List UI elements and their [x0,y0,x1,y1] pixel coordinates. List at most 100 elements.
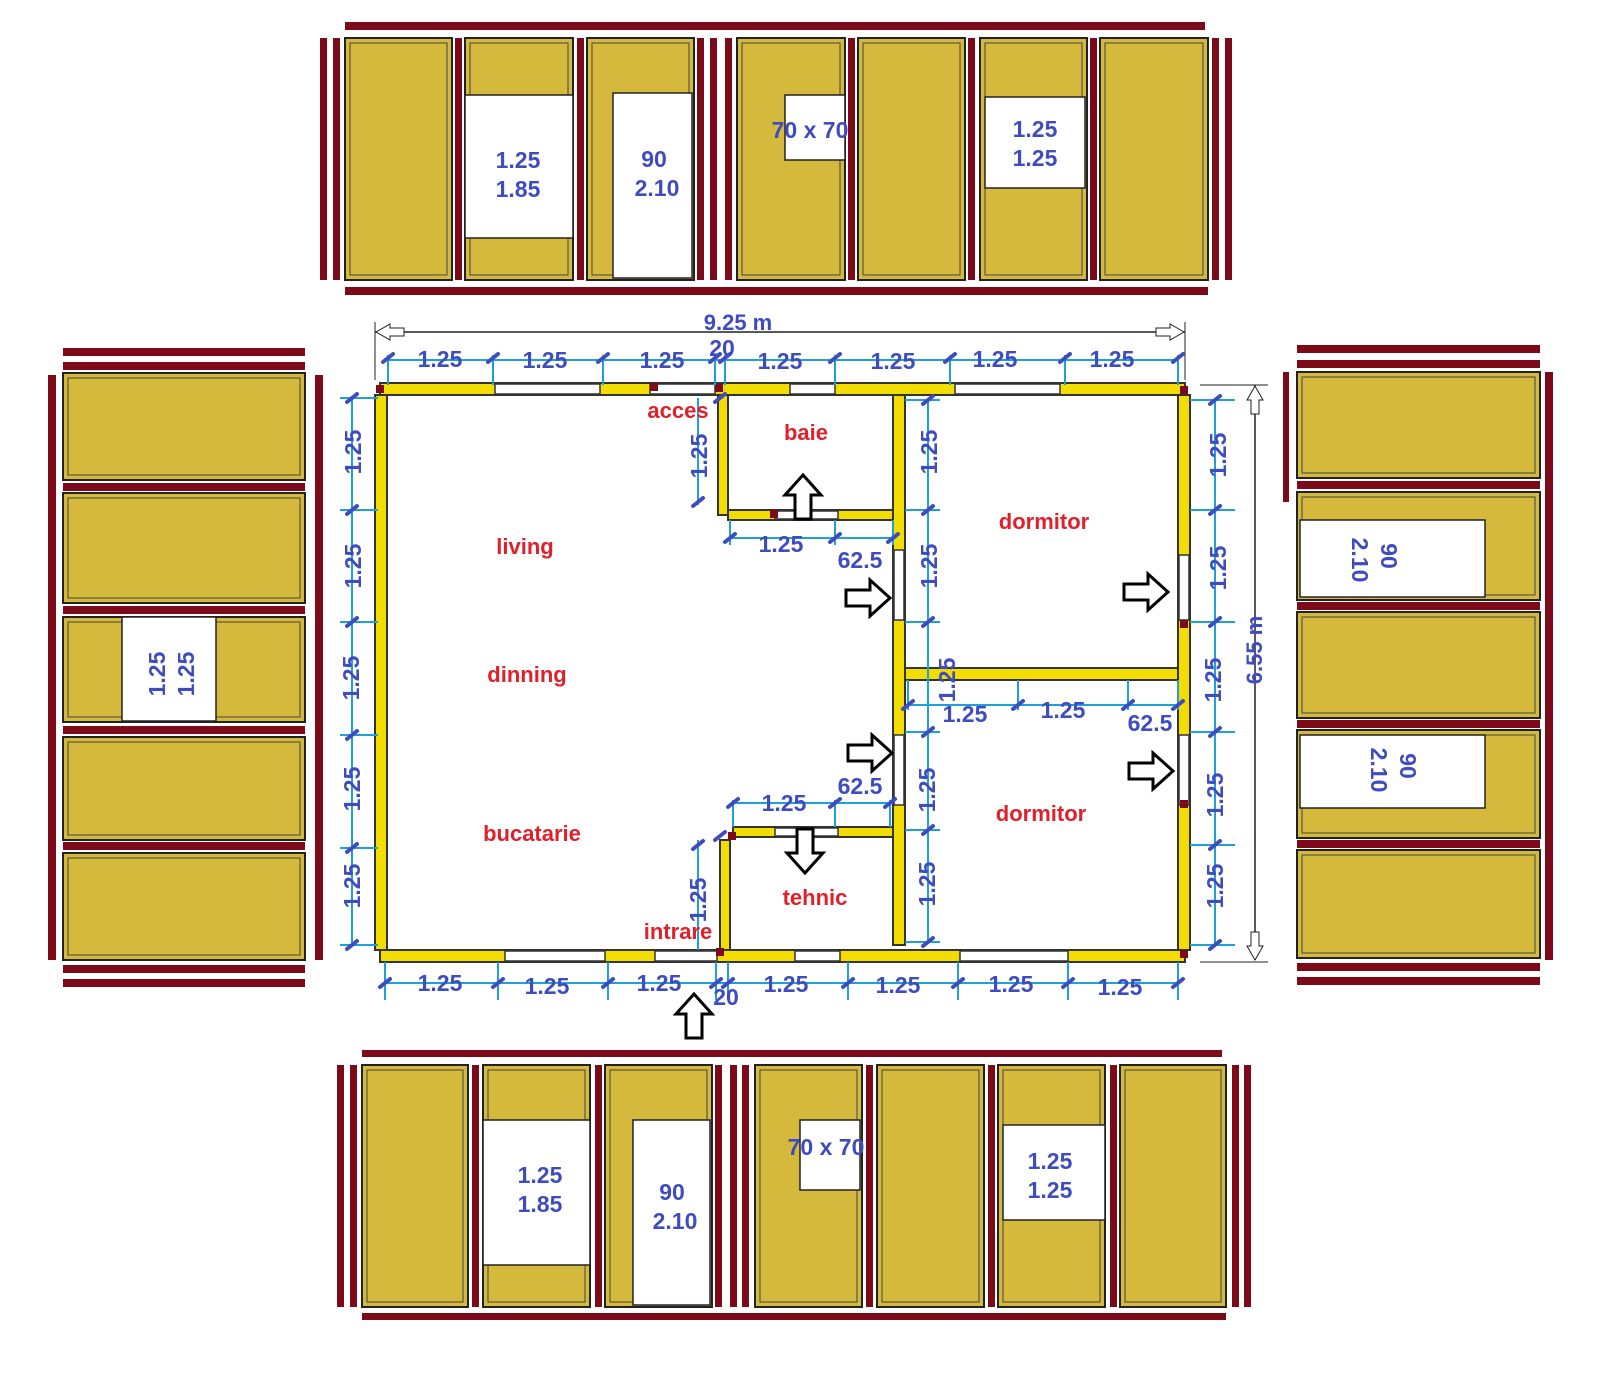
dim-label: 1.25 [914,767,940,812]
wall-post [716,948,724,956]
wall-post [376,385,384,393]
dim-label: 1.25 [916,429,942,474]
dim-label: 1.25 [916,543,942,588]
frame-bar [1212,38,1219,280]
right-door2-width: 90 [1395,753,1421,779]
opening [1299,734,1486,809]
room-label-living: living [496,534,553,559]
opening [984,96,1086,189]
opening [632,1119,711,1306]
panel-inner-frame [349,42,448,276]
dimension-tick [486,352,500,364]
dimension-tick [1208,504,1222,516]
dim-label: 1.25 [418,346,463,372]
dimension-tick [951,977,965,989]
top-elevation-labels: 1.25 1.85 90 2.10 70 x 70 1.25 1.25 [496,116,1058,202]
wall-panel [62,372,306,481]
arrow-right-icon [1127,749,1176,793]
wall-panel [344,37,453,281]
dimension-tick [1171,699,1185,711]
room-label-intrare: intrare [644,919,712,944]
right-door1-width: 90 [1376,543,1402,569]
frame-bar [362,1050,1222,1057]
dimension-tick [921,394,935,406]
arrow-left-icon [374,323,405,341]
arrow-right-icon [1122,570,1171,614]
frame-bar [968,38,975,280]
wall-panel [361,1064,469,1308]
opening [121,616,217,722]
dim-label: 1.25 [523,347,568,373]
wall-segment [1177,394,1191,951]
frame-bar [63,483,305,491]
wall-segment [717,394,729,516]
bottom-door-height: 2.10 [653,1208,698,1234]
arrow-up-icon [1246,384,1264,415]
arrow-down-icon [783,827,827,876]
frame-bar [1297,977,1540,985]
panel-inner-frame [1124,1069,1222,1303]
top-door-width: 90 [641,146,667,172]
frame-bar [1297,720,1540,728]
dimension-tick [921,616,935,628]
wall-post [1180,620,1188,628]
room-label-bucatarie: bucatarie [483,821,581,846]
dimension-tick [921,504,935,516]
top-square-window-height: 1.25 [1013,145,1058,171]
top-dimension-labels: 1.25 1.25 1.25 20 1.25 1.25 1.25 1.25 [418,335,1135,374]
dim-label: 1.25 [759,531,804,557]
frame-bar [742,1065,749,1307]
dim-label: 1.25 [339,863,365,908]
dim-label: 1.25 [1202,863,1228,908]
left-dimension-labels: 1.25 1.25 1.25 1.25 1.25 [338,429,366,908]
frame-bar [63,348,305,356]
dim-label: 1.25 [340,543,366,588]
frame-bar [595,1065,602,1307]
panel-inner-frame [1104,42,1204,276]
wall-post [728,832,736,840]
dimension-tick [708,352,722,364]
opening [784,94,846,161]
wall-post [650,383,658,391]
wall-panel [1296,611,1541,719]
dimension-tick [691,839,705,851]
dimension-tick [726,797,740,809]
room-label-dormitor-2: dormitor [996,801,1087,826]
room-labels: acces baie living dinning bucatarie intr… [483,398,1090,944]
frame-bar [345,22,1205,30]
frame-bar [715,1065,722,1307]
dimension-tick [828,532,842,544]
panel-inner-frame [67,377,301,476]
frame-bar [1297,602,1540,610]
dimension-tick [841,977,855,989]
wall-segment [719,839,731,951]
frame-bar [337,1065,344,1307]
frame-bar [63,965,305,973]
wall-post [1180,950,1188,958]
window-opening [654,950,718,962]
dimension-tick [943,352,957,364]
dimension-tick [721,977,735,989]
frame-bar [315,375,323,960]
wall-panel [857,37,966,281]
dimension-tick [1121,699,1135,711]
wall-panel [1296,371,1541,479]
dimension-tick [709,977,723,989]
frame-bar [1110,1065,1117,1307]
window-opening [954,383,1061,395]
dimension-tick [723,532,737,544]
dimension-tick [828,352,842,364]
dimension-tick [901,699,915,711]
frame-bar [1297,963,1540,971]
dim-label: 1.25 [340,429,366,474]
panel-inner-frame [881,1069,980,1303]
window-opening [649,383,716,395]
dimension-tick [381,352,395,364]
left-window-height: 1.25 [173,651,199,696]
window-opening [893,549,905,621]
dimension-tick [921,726,935,738]
dimension-tick [1208,839,1222,851]
frame-bar [48,375,56,960]
dim-label: 1.25 [685,877,711,922]
